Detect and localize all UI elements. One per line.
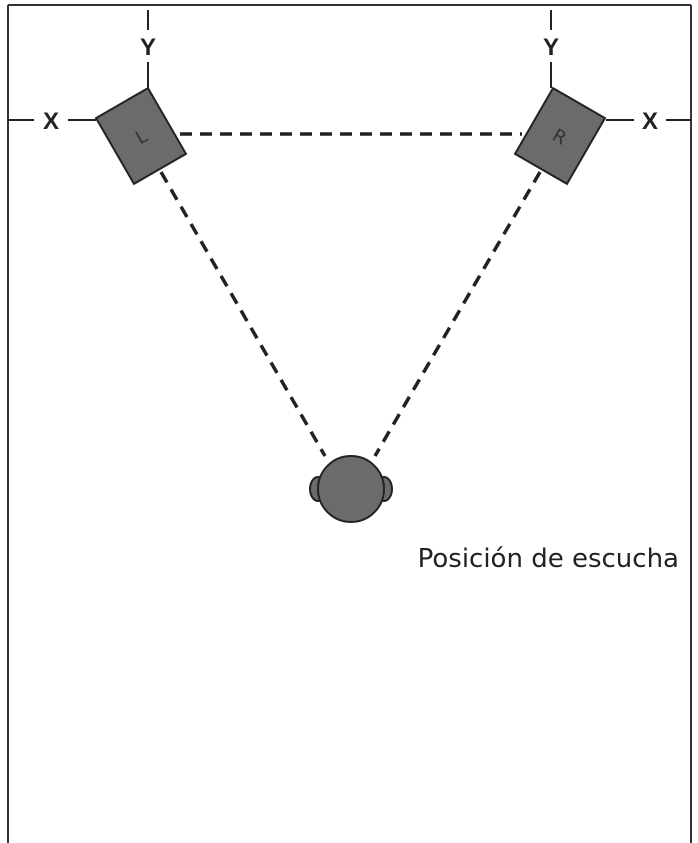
left-y-axis-label: Y	[140, 34, 156, 61]
left-speaker-box	[94, 86, 188, 186]
right-speaker: R	[513, 86, 607, 186]
right-speaker-axes	[550, 10, 691, 121]
right-speaker-box	[513, 86, 607, 186]
left-x-axis-label: X	[43, 108, 59, 135]
right-x-axis-label: X	[642, 108, 658, 135]
line-right-to-listener	[373, 171, 542, 457]
left-speaker: L	[94, 86, 188, 186]
listener-head-icon	[309, 455, 393, 523]
line-left-to-listener	[159, 171, 327, 457]
right-y-axis-label: Y	[543, 34, 559, 61]
room-outline	[7, 4, 692, 843]
stereo-triangle	[159, 132, 542, 457]
listener-head	[317, 455, 385, 523]
listening-position-caption: Posición de escucha	[418, 544, 679, 574]
left-speaker-axes	[8, 10, 149, 121]
